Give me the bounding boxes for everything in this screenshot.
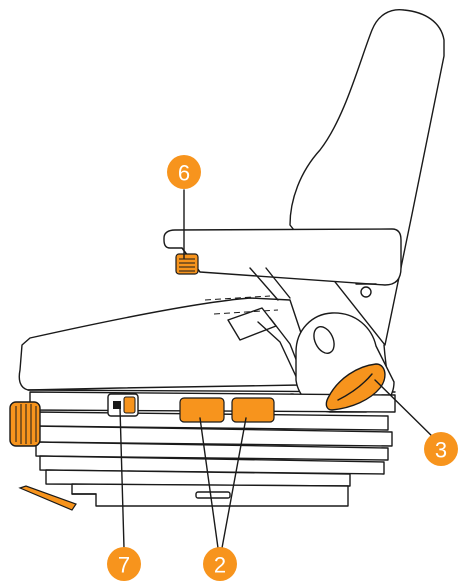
backrest-recline-lever	[325, 363, 386, 411]
callout-2-label: 2	[214, 553, 226, 578]
callout-3-label: 3	[435, 438, 447, 463]
callout-3: 3	[424, 432, 458, 466]
slide-lever	[18, 485, 97, 511]
callout-7-label: 7	[118, 553, 130, 578]
armrest-adjustment-knob	[175, 253, 199, 275]
callout-7: 7	[107, 547, 141, 581]
callout-2: 2	[203, 547, 237, 581]
height-knob	[9, 401, 41, 447]
callout-6-label: 6	[178, 161, 190, 186]
adjustment-buttons	[179, 397, 275, 423]
leader-lines	[119, 189, 441, 549]
armrest	[163, 228, 402, 298]
weight-adjust-switch	[107, 393, 139, 417]
callout-6: 6	[167, 155, 201, 189]
